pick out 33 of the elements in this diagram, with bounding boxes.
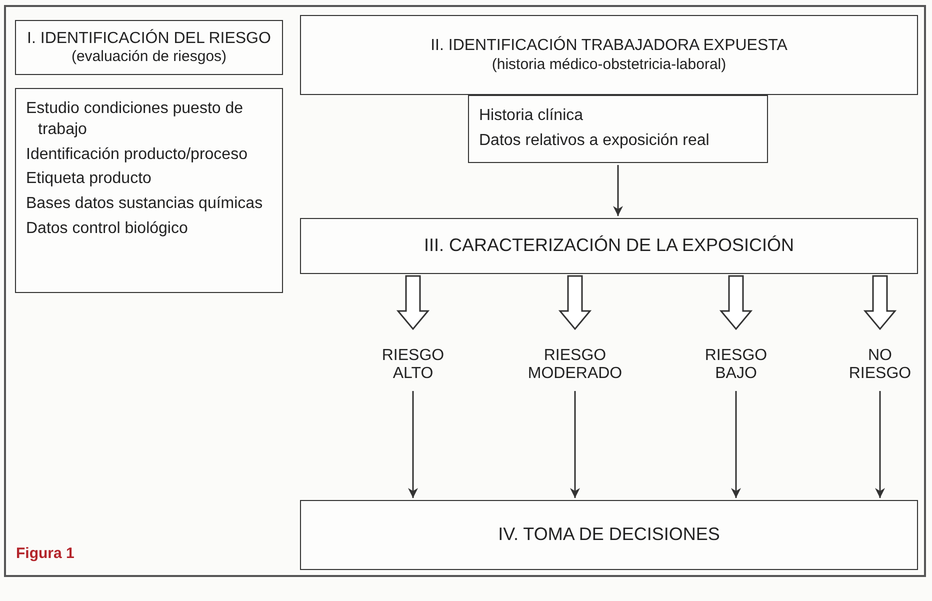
arrow [408,391,418,498]
process-box [300,218,918,274]
list-item: Historia clínica [479,106,584,126]
process-box [300,15,918,95]
figure-label: Figura 1 [16,545,74,562]
box-title: III. CARACTERIZACIÓN DE LA EXPOSICIÓN [424,235,794,257]
list-item: Etiqueta producto [26,169,152,190]
arrow [613,165,623,216]
list-item: Estudio condiciones puesto de trabajo [26,99,244,140]
process-box [300,500,918,570]
list-item: Bases datos sustancias químicas [26,194,263,214]
process-box [15,20,283,75]
box-title: I. IDENTIFICACIÓN DEL RIESGO [27,28,271,48]
box-title: II. IDENTIFICACIÓN TRABAJADORA EXPUESTA [430,36,788,56]
block-arrow [863,275,897,330]
risk-level-label: NO RIESGO [848,346,912,384]
list-item: Datos control biológico [26,218,188,239]
list-box [15,88,283,293]
box-subtitle: (evaluación de riesgos) [71,48,227,66]
list-item: Datos relativos a exposición real [479,130,710,151]
arrow [570,391,580,498]
block-arrow [719,275,753,330]
risk-level-label: RIESGO ALTO [382,346,444,384]
block-arrow [558,275,592,330]
list-item: Identificación producto/proceso [26,144,248,165]
arrow [731,391,741,498]
risk-level-label: RIESGO BAJO [704,346,768,384]
arrow [875,391,885,498]
block-arrow [396,275,430,330]
box-title: IV. TOMA DE DECISIONES [498,524,720,546]
list-box [468,95,768,163]
risk-level-label: RIESGO MODERADO [528,346,622,384]
box-subtitle: (historia médico-obstetricia-laboral) [492,56,726,74]
